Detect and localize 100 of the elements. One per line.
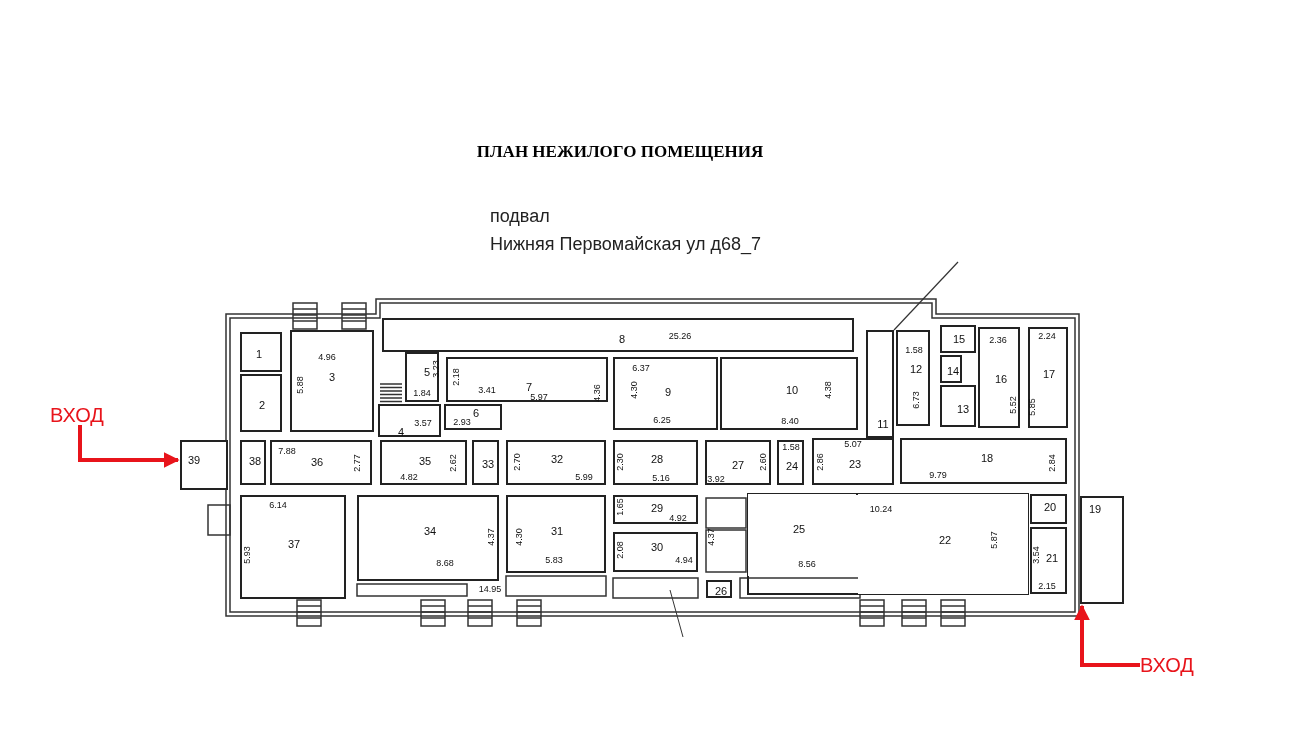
dimension-value: 8.56 [798, 559, 816, 569]
room [446, 357, 608, 402]
room-number: 21 [1045, 552, 1059, 564]
room [748, 494, 856, 576]
entrance-label: ВХОД [50, 405, 104, 425]
room-number: 13 [956, 403, 970, 415]
room-number: 19 [1088, 503, 1102, 515]
room-number: 3 [328, 371, 336, 383]
dimension-value: 25.26 [668, 331, 692, 341]
dimension-value: 3.57 [414, 418, 432, 428]
dimension-value: 5.88 [295, 376, 305, 394]
dimension-value: 4.30 [514, 528, 524, 546]
dimension-value: 10.24 [869, 504, 893, 514]
dimension-value: 4.37 [486, 528, 496, 546]
dimension-value: 14.95 [478, 584, 502, 594]
room-number: 16 [994, 373, 1008, 385]
room-number: 4 [397, 426, 405, 438]
dimension-value: 4.96 [318, 352, 336, 362]
room [866, 330, 894, 438]
room-number: 17 [1042, 368, 1056, 380]
dimension-value: 4.38 [823, 381, 833, 399]
room-number: 22 [938, 534, 952, 546]
dimension-value: 2.08 [615, 541, 625, 559]
entrance-arrow [78, 425, 180, 468]
dimension-value: 8.68 [436, 558, 454, 568]
dimension-value: 2.18 [451, 368, 461, 386]
dimension-value: 9.79 [929, 470, 947, 480]
room [180, 440, 228, 490]
room [858, 494, 1028, 594]
dimension-value: 2.30 [615, 453, 625, 471]
dimension-value: 2.77 [352, 454, 362, 472]
room [812, 438, 894, 485]
dimension-value: 5.87 [989, 531, 999, 549]
dimension-value: 1.65 [615, 498, 625, 516]
room-number: 9 [664, 386, 672, 398]
room-number: 26 [714, 585, 728, 597]
room [720, 357, 858, 430]
dimension-value: 2.62 [448, 454, 458, 472]
room-number: 6 [472, 407, 480, 419]
room [240, 332, 282, 372]
dimension-value: 5.07 [844, 439, 862, 449]
room-number: 37 [287, 538, 301, 550]
dimension-value: 6.73 [911, 391, 921, 409]
dimension-value: 6.25 [653, 415, 671, 425]
room-number: 30 [650, 541, 664, 553]
dimension-value: 2.60 [758, 453, 768, 471]
room-number: 5 [423, 366, 431, 378]
room [270, 440, 372, 485]
room-number: 1 [255, 348, 263, 360]
dimension-value: 5.85 [1027, 398, 1037, 416]
room-number: 18 [980, 452, 994, 464]
dimension-value: 2.36 [989, 335, 1007, 345]
dimension-value: 7.88 [278, 446, 296, 456]
room [940, 325, 976, 353]
room [613, 357, 718, 430]
room-number: 7 [525, 381, 533, 393]
plan-subtitle: подвал [490, 207, 550, 225]
room-number: 2 [258, 399, 266, 411]
dimension-value: 4.82 [400, 472, 418, 482]
dimension-value: 6.37 [632, 363, 650, 373]
room [240, 440, 266, 485]
dimension-value: 2.84 [1047, 454, 1057, 472]
room [896, 330, 930, 426]
entrance-label: ВХОД [1140, 655, 1194, 675]
room [506, 495, 606, 573]
entrance-arrow [1074, 604, 1140, 667]
room [290, 330, 374, 432]
room-number: 36 [310, 456, 324, 468]
room [472, 440, 499, 485]
dimension-value: 2.15 [1038, 581, 1056, 591]
dimension-value: 3.92 [707, 474, 725, 484]
dimension-value: 1.58 [905, 345, 923, 355]
dimension-value: 6.14 [269, 500, 287, 510]
dimension-value: 5.97 [530, 392, 548, 402]
dimension-value: 5.16 [652, 473, 670, 483]
room-number: 10 [785, 384, 799, 396]
dimension-value: 5.83 [545, 555, 563, 565]
leader-line [893, 261, 959, 331]
room [940, 355, 962, 383]
room [1030, 527, 1067, 594]
dimension-value: 4.92 [669, 513, 687, 523]
dimension-value: 1.84 [413, 388, 431, 398]
room [405, 352, 439, 402]
room [940, 385, 976, 427]
room [1028, 327, 1068, 428]
room-number: 24 [785, 460, 799, 472]
room-number: 34 [423, 525, 437, 537]
room-number: 14 [946, 365, 960, 377]
dimension-value: 8.40 [781, 416, 799, 426]
room [380, 440, 467, 485]
plan-title: ПЛАН НЕЖИЛОГО ПОМЕЩЕНИЯ [476, 142, 764, 162]
room-number: 39 [187, 454, 201, 466]
room-number: 20 [1043, 501, 1057, 513]
dimension-value: 4.94 [675, 555, 693, 565]
room [1030, 494, 1067, 524]
room [357, 495, 499, 581]
plan-subtitle: Нижняя Первомайская ул д68_7 [490, 235, 761, 253]
room-number: 15 [952, 333, 966, 345]
room-number: 27 [731, 459, 745, 471]
dimension-value: 2.24 [1038, 331, 1056, 341]
